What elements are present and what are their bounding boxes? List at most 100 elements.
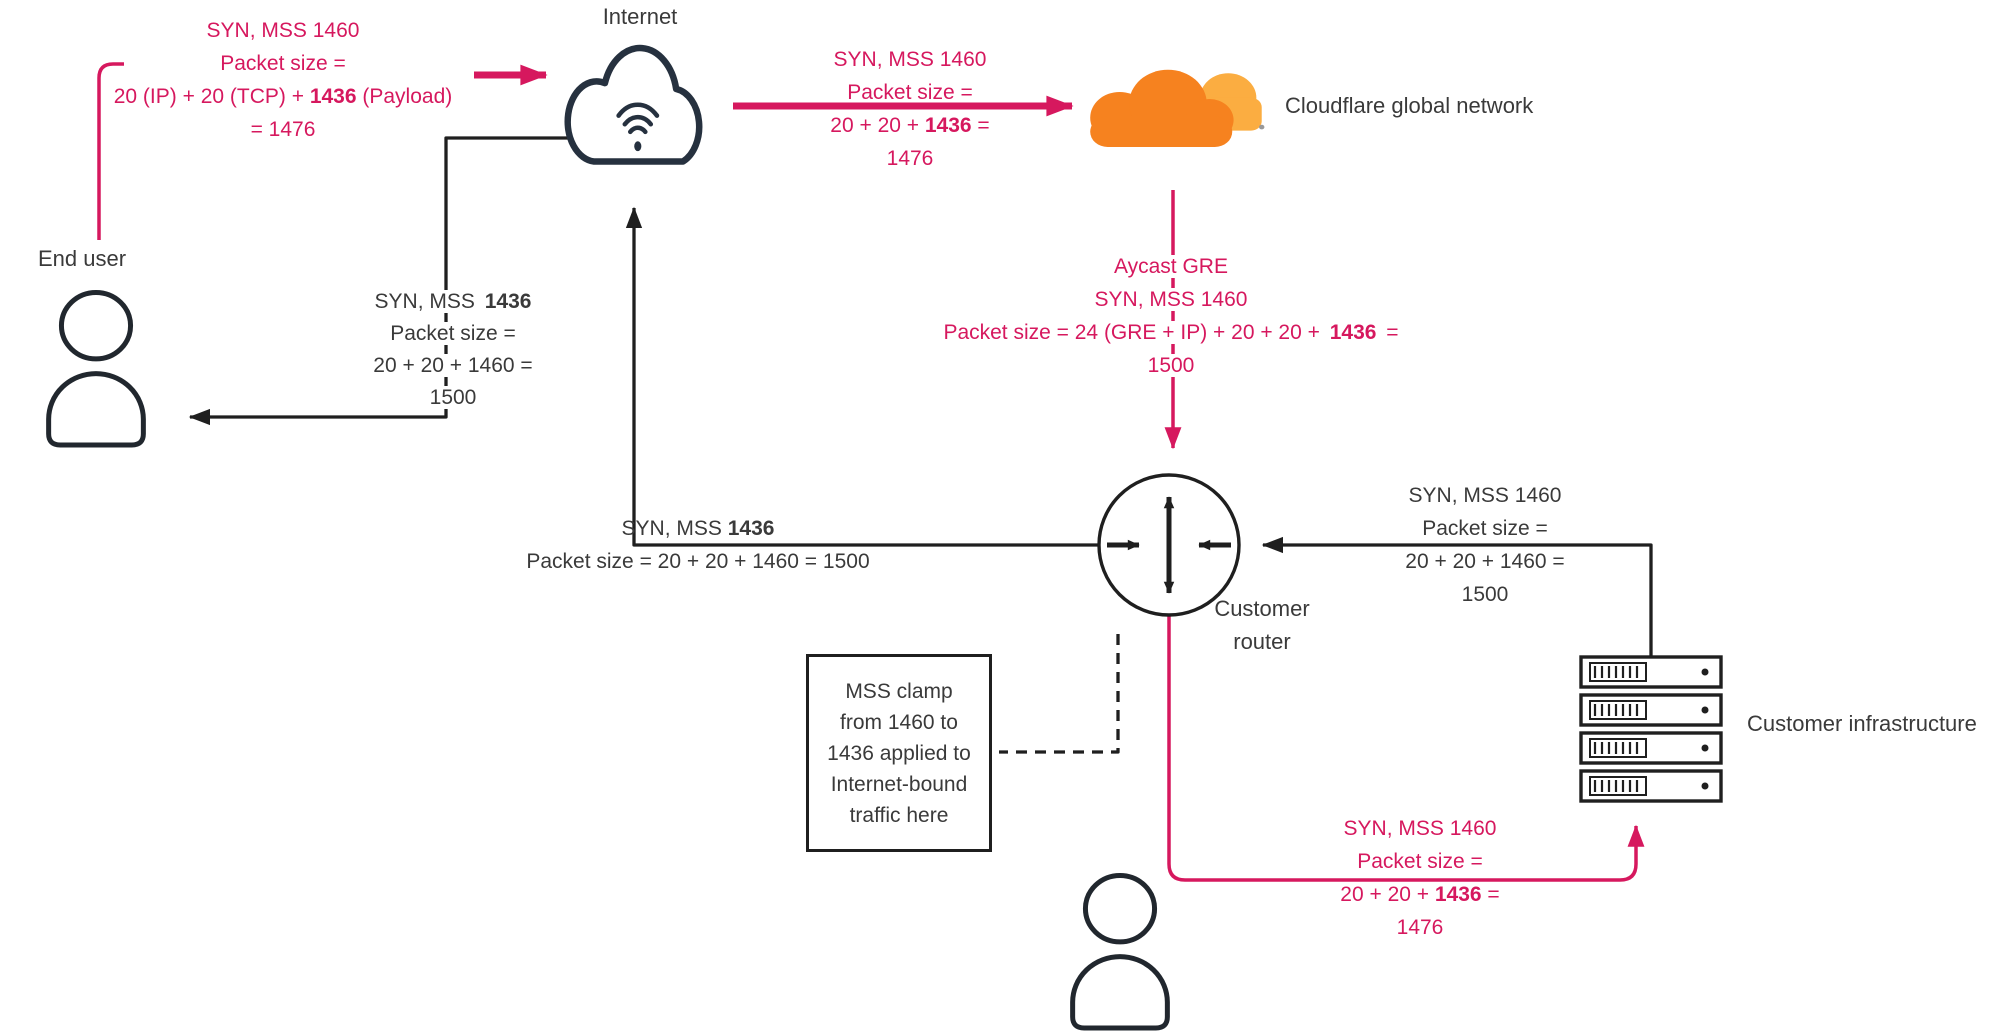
text-line: traffic here [849, 803, 949, 827]
line-end-user-to-annotation [97, 62, 124, 240]
text-run: 1476 [1396, 916, 1444, 939]
server-vent-box [1589, 700, 1647, 720]
text-run: 1500 [427, 386, 479, 409]
bold-value: 1436 [482, 290, 534, 313]
server-rack-icon [1579, 655, 1723, 803]
bold-value: 1436 [924, 114, 972, 137]
text-line: Aycast GRE [921, 250, 1421, 283]
registered-mark [1259, 124, 1265, 130]
text-line: 20 + 20 + 1436 = [1220, 878, 1620, 911]
router-label-line1: Customer [1214, 596, 1310, 621]
text-run: = 1476 [250, 118, 316, 141]
person-icon [1073, 875, 1168, 1028]
text-line: 1436 applied to [827, 741, 971, 765]
wifi-dot [634, 141, 642, 152]
person-head [61, 292, 130, 358]
text-run: Packet size = [1357, 850, 1483, 873]
text-run: Packet size = 24 (GRE + IP) + 20 + 20 + [941, 321, 1328, 344]
mss-clamp-note: MSS clamp from 1460 to 1436 applied to I… [806, 654, 992, 852]
annotation-user-to-internet: SYN, MSS 1460 Packet size = 20 (IP) + 20… [73, 14, 493, 146]
arrow-router-to-infrastructure [1167, 616, 1645, 882]
text-line: 1500 [1285, 578, 1685, 611]
text-run: 1500 [1461, 583, 1509, 606]
annotation-infra-to-router: SYN, MSS 1460 Packet size = 20 + 20 + 14… [1285, 479, 1685, 611]
server-vent-box [1589, 738, 1647, 758]
text-line: SYN, MSS 1460 [921, 283, 1421, 316]
customer-infrastructure-label: Customer infrastructure [1747, 711, 1977, 736]
cloudflare-label: Cloudflare global network [1285, 93, 1534, 118]
server-icon [1579, 731, 1723, 765]
text-line: = 1476 [73, 113, 493, 146]
text-line: Packet size = [1220, 845, 1620, 878]
text-run: Packet size = [220, 52, 346, 75]
wifi-arc-large [619, 105, 657, 116]
server-vents [1593, 780, 1639, 792]
text-run: Aycast GRE [1112, 255, 1230, 278]
logo-cloud-base [1090, 116, 1233, 147]
server-vents [1593, 666, 1639, 678]
server-icon [1579, 693, 1723, 727]
text-line: SYN, MSS 1460 [1220, 812, 1620, 845]
text-line: Packet size = [253, 318, 653, 350]
annotation-router-to-internet: SYN, MSS 1436 Packet size = 20 + 20 + 14… [498, 512, 898, 578]
server-icon [1579, 769, 1723, 803]
end-user-icon [49, 292, 144, 445]
text-run: 20 + 20 + [830, 114, 925, 137]
wifi-arc-small [630, 128, 645, 132]
customer-router-icon [1097, 473, 1241, 617]
text-run: 20 (IP) + 20 (TCP) + [113, 85, 310, 108]
text-line: Packet size = 20 + 20 + 1460 = 1500 [498, 545, 898, 578]
text-run: SYN, MSS [621, 517, 728, 540]
server-vent-box [1589, 662, 1647, 682]
annotation-internet-to-user: SYN, MSS 1436 Packet size = 20 + 20 + 14… [253, 286, 653, 414]
text-line: from 1460 to [840, 710, 958, 734]
text-line: SYN, MSS 1460 [73, 14, 493, 47]
text-line: Packet size = 24 (GRE + IP) + 20 + 20 + … [921, 316, 1421, 349]
bold-value: 1436 [727, 517, 775, 540]
server-vent-box [1589, 776, 1647, 796]
text-run: (Payload) [356, 85, 453, 108]
server-led [1701, 782, 1709, 790]
arrow-infrastructure-to-router [1261, 536, 1653, 657]
text-line: 20 (IP) + 20 (TCP) + 1436 (Payload) [73, 80, 493, 113]
end-user-label: End user [38, 246, 127, 271]
arrow-router-to-internet [625, 206, 1100, 547]
server-vents [1593, 704, 1639, 716]
text-line: 1476 [710, 142, 1110, 175]
text-line: MSS clamp [845, 679, 953, 703]
text-run: SYN, MSS 1460 [1408, 484, 1562, 507]
bold-value: 1436 [1327, 321, 1379, 344]
wifi-arc-medium [625, 117, 651, 124]
text-run: = [971, 114, 990, 137]
router-label-line2: router [1233, 629, 1291, 654]
text-line: Internet-bound [830, 772, 968, 796]
text-run: SYN, MSS 1460 [1092, 288, 1250, 311]
server-icon [1579, 655, 1723, 689]
annotation-cloudflare-to-router: Aycast GRE SYN, MSS 1460 Packet size = 2… [921, 250, 1421, 382]
text-line: 20 + 20 + 1436 = [710, 109, 1110, 142]
text-run: Packet size = [388, 322, 518, 345]
mss-clamp-connector [999, 634, 1120, 754]
text-line: 1500 [253, 382, 653, 414]
server-led [1701, 744, 1709, 752]
server-led [1701, 668, 1709, 676]
text-line: SYN, MSS 1436 [253, 286, 653, 318]
text-line: 1500 [921, 349, 1421, 382]
server-vents [1593, 742, 1639, 754]
cloudflare-logo-icon [1090, 69, 1265, 147]
internet-label: Internet [602, 4, 678, 29]
text-run: Packet size = [1422, 517, 1548, 540]
text-line: SYN, MSS 1460 [1285, 479, 1685, 512]
text-run: = [1378, 321, 1401, 344]
person-body [49, 374, 144, 445]
person-head [1085, 875, 1154, 941]
text-run: SYN, MSS 1460 [833, 48, 987, 71]
text-line: Packet size = [73, 47, 493, 80]
text-line: 20 + 20 + 1460 = [253, 350, 653, 382]
text-run: 1500 [1145, 354, 1197, 377]
text-run: Packet size = 20 + 20 + 1460 = 1500 [526, 550, 870, 573]
text-line: 20 + 20 + 1460 = [1285, 545, 1685, 578]
bold-value: 1436 [1434, 883, 1482, 906]
text-run: 1476 [886, 147, 934, 170]
